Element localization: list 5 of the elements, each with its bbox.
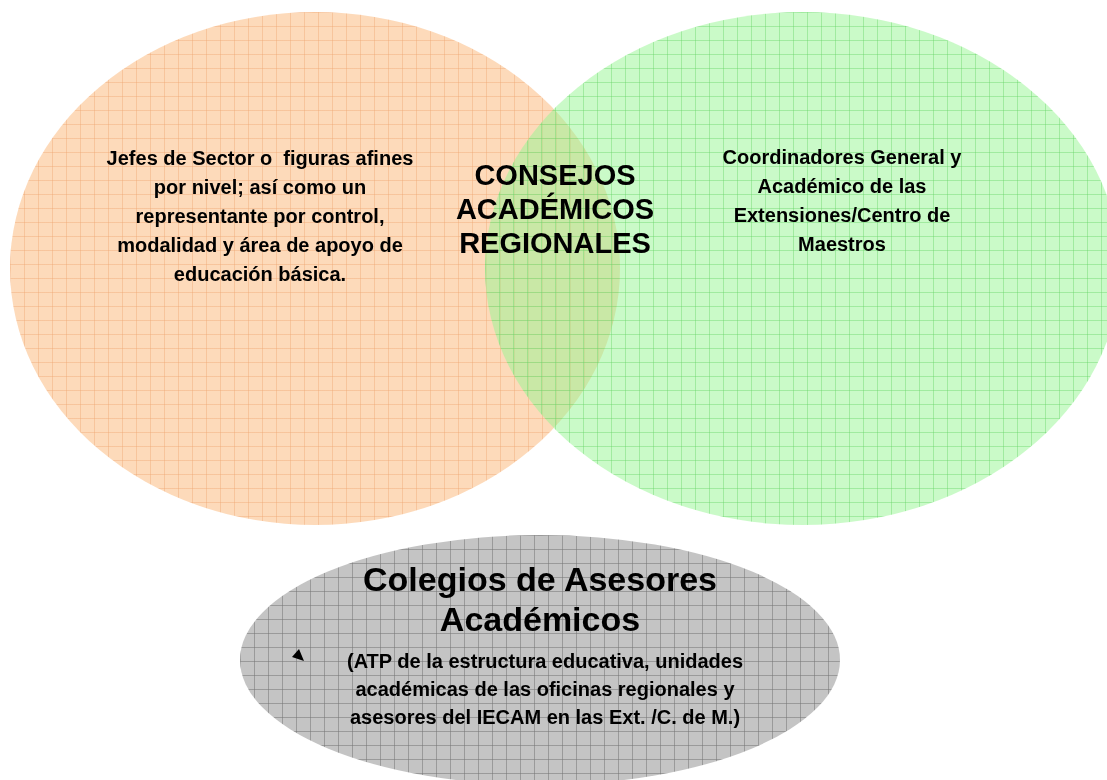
body-text: Coordinadores General y Académico de las Extensiones/Centro de Maestros [721,145,963,257]
title-text: CONSEJOS ACADÉMICOS REGIONALES [430,158,680,260]
heading-text: Colegios de Asesores Académicos [362,559,718,639]
body-text: (ATP de la estructura educativa, unidades académicas de las oficinas regionales y asesores del IECAM en las Ext. /C. de M.) [345,649,744,730]
body-text: Jefes de Sector o figuras afines por nivel; así como un representante por control, modalidad y área de apoyo de educación básica. [105,146,415,287]
